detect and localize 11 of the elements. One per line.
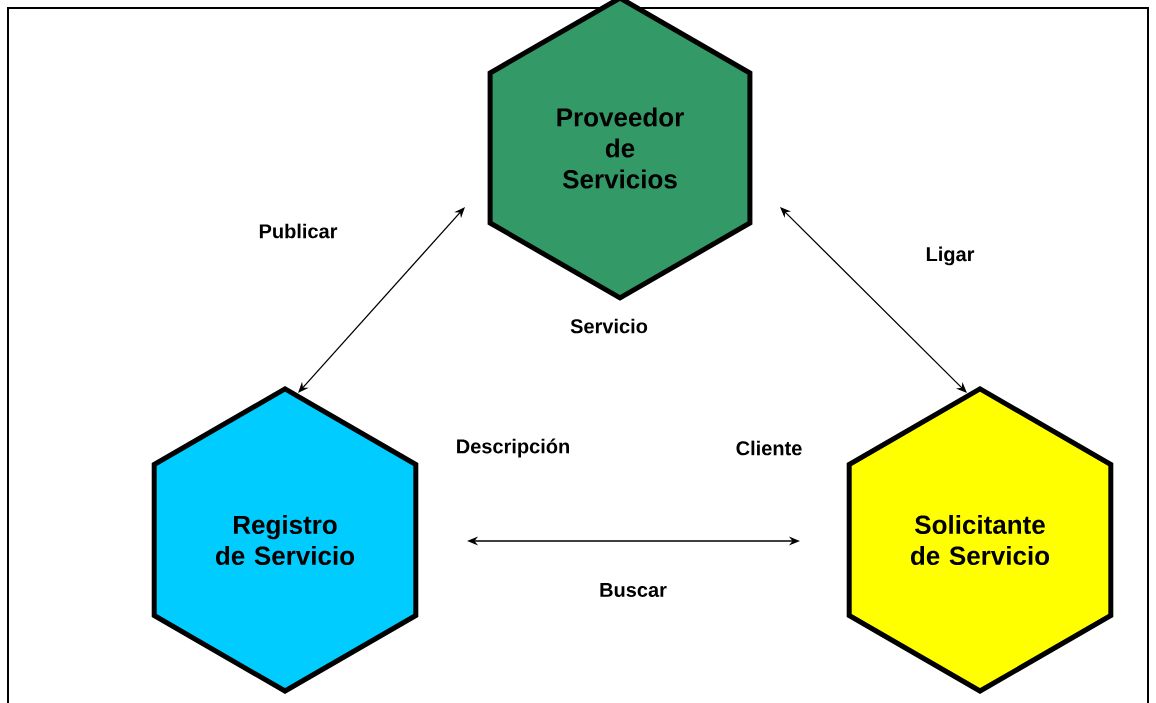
edge-label: Ligar xyxy=(926,246,975,266)
label: Descripción xyxy=(457,438,569,458)
label: Cliente xyxy=(736,440,802,456)
edge-label: Buscar xyxy=(600,583,667,597)
hexagon: Solicitante de Servicio xyxy=(846,386,1114,694)
arrow xyxy=(298,207,465,393)
hexagon: Proveedor de Servicios xyxy=(487,0,753,301)
label: Servicio xyxy=(570,318,648,334)
arrow xyxy=(780,207,967,393)
hexagon: Registro de Servicio xyxy=(151,386,419,694)
edge-label: Publicar xyxy=(259,223,338,239)
